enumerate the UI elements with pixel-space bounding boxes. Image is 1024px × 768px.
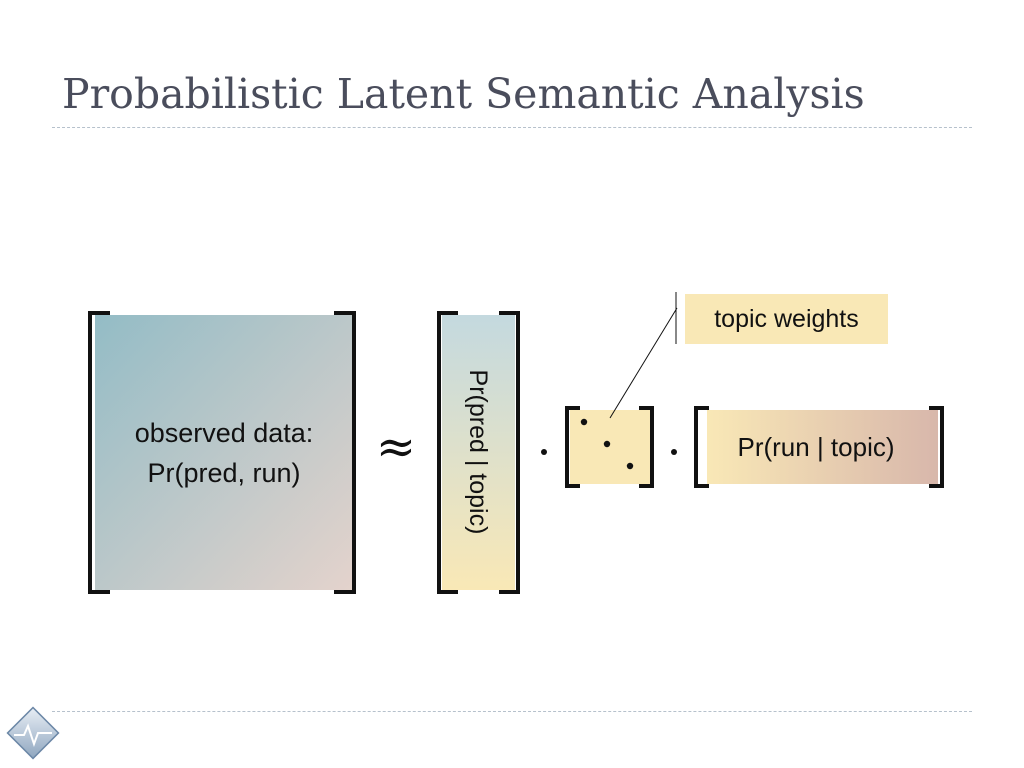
diagonal-dot-1: [580, 418, 588, 426]
observed-left-bracket: [88, 311, 110, 594]
diamond-pulse-icon: [6, 706, 60, 760]
observed-data-matrix: [95, 315, 353, 590]
run-topic-label: Pr(run | topic): [737, 432, 895, 462]
pred-topic-matrix: [442, 315, 515, 590]
callout-leader-line: [609, 307, 678, 419]
dot-operator-2: [671, 449, 677, 455]
topic-weights-label: topic weights: [714, 305, 859, 333]
weights-right-bracket: [639, 406, 654, 488]
run-topic-matrix: [707, 410, 938, 484]
pred-left-bracket: [437, 311, 458, 594]
diagonal-dot-2: [603, 440, 611, 448]
approx-symbol: ≈: [375, 419, 417, 475]
observed-line-2: Pr(pred, run): [147, 458, 301, 488]
observed-line-1: observed data:: [134, 418, 314, 448]
topic-weights-callout-box: [685, 294, 888, 344]
pred-topic-label: Pr(pred | topic): [464, 369, 492, 535]
title-divider: [52, 127, 972, 128]
diagonal-dot-3: [626, 462, 634, 470]
pred-right-bracket: [499, 311, 520, 594]
observed-right-bracket: [334, 311, 356, 594]
slide-title: Probabilistic Latent Semantic Analysis: [62, 70, 865, 118]
run-right-bracket: [929, 406, 944, 488]
run-left-bracket: [694, 406, 709, 488]
dot-operator-1: [541, 449, 547, 455]
footer-divider: [52, 711, 972, 712]
observed-data-label: observed data: Pr(pred, run): [95, 413, 353, 493]
weights-left-bracket: [565, 406, 580, 488]
